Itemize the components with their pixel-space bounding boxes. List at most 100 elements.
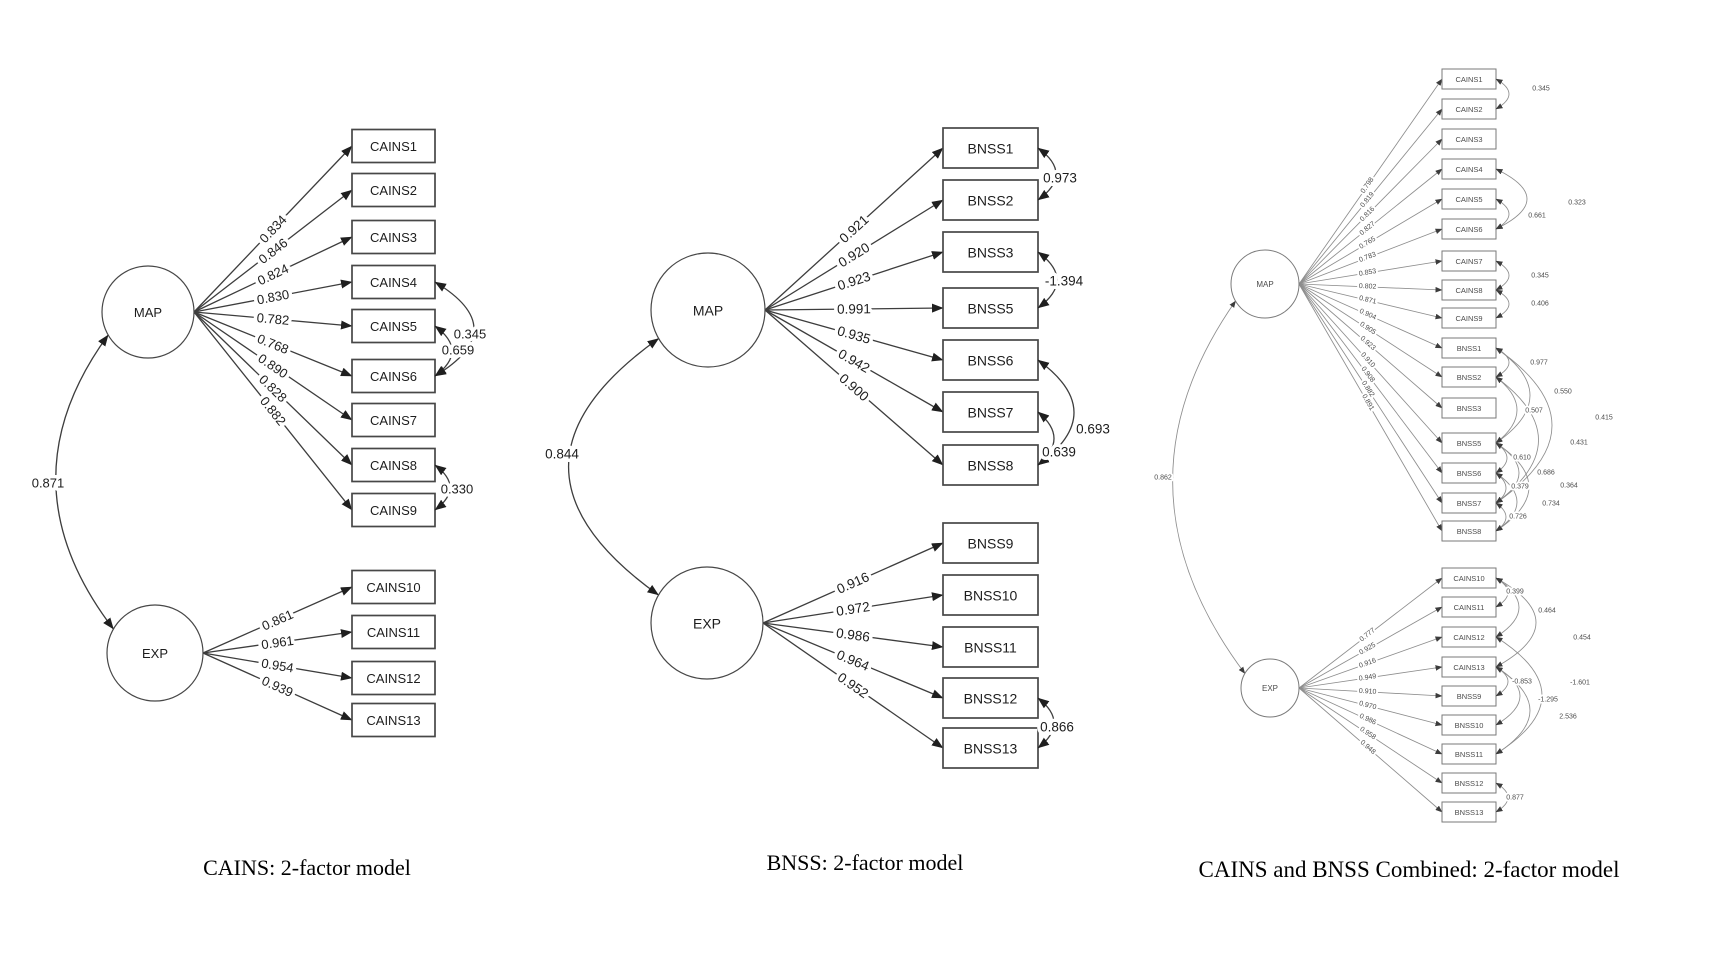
indicator-label-bnss5: BNSS5 [968,301,1014,317]
factor-label-exp: EXP [1262,684,1278,693]
indicator-box-bnss3 [942,231,1039,273]
indicator-label-bnss13: BNSS13 [964,741,1018,757]
residual-covariance-arc [434,325,453,377]
covariance-value: 0.464 [1538,608,1556,615]
covariance-value: 0.661 [1528,213,1546,220]
indicator-label-cains7: CAINS7 [1455,257,1482,266]
loading-value-bnss1: 0.904 [1358,308,1377,322]
residual-covariance-arc [1495,198,1510,230]
indicator-label-bnss8: BNSS8 [1457,527,1482,536]
loading-path-cains13 [202,652,353,721]
loading-value-bnss10: 0.972 [835,599,871,619]
loading-path-bnss2 [1298,283,1443,378]
loading-path-cains11 [202,629,353,654]
covariance-value: 0.726 [1509,514,1527,521]
indicator-box-bnss2 [942,179,1039,221]
loading-value-bnss11: 0.986 [835,625,870,644]
factor-label-exp: EXP [142,646,168,661]
residual-covariance-arc [1495,347,1553,504]
indicator-label-cains7: CAINS7 [370,413,417,428]
indicator-label-bnss7: BNSS7 [1457,499,1482,508]
loading-path-cains6 [1298,228,1443,285]
indicator-label-bnss1: BNSS1 [1457,344,1482,353]
indicator-label-cains5: CAINS5 [1455,195,1482,204]
covariance-value: 0.659 [442,343,475,358]
residual-covariance-arc [1037,251,1058,309]
caption-combined-model: CAINS and BNSS Combined: 2-factor model [1199,857,1620,882]
indicator-label-cains9: CAINS9 [370,503,417,518]
indicator-label-bnss9: BNSS9 [1457,692,1482,701]
loading-value-bnss7: 0.942 [836,346,873,376]
indicator-box-cains1 [351,128,436,164]
loading-value-bnss9: 0.910 [1359,688,1377,696]
latent-factor-map [650,252,766,368]
diagram-bnss: BNSS1BNSS2BNSS3BNSS5BNSS6BNSS7BNSS8BNSS9… [542,127,1113,769]
residual-covariance-arc [1037,411,1055,466]
loading-value-bnss2: 0.905 [1358,321,1377,336]
loading-path-bnss11 [762,622,944,651]
loading-value-bnss8: 0.900 [836,371,871,405]
indicator-box-cains3 [1441,128,1497,150]
indicator-label-cains3: CAINS3 [370,230,417,245]
indicator-label-cains11: CAINS11 [367,625,420,640]
indicator-box-bnss12 [942,677,1039,719]
indicator-label-bnss11: BNSS11 [1455,750,1483,759]
loading-path-cains7 [193,311,353,421]
caption-cains-model: CAINS: 2-factor model [203,855,411,880]
loading-value-cains3: 0.816 [1359,206,1376,223]
latent-factor-map [1230,249,1300,319]
factor-label-map: MAP [1256,280,1273,289]
loading-path-bnss12 [1298,687,1443,784]
loading-value-cains6: 0.768 [255,331,291,357]
covariance-value: -1.394 [1045,274,1084,289]
latent-factor-exp [106,604,204,702]
indicator-box-cains6 [351,358,436,394]
loading-value-cains5: 0.782 [256,310,290,328]
factor-label-map: MAP [693,303,723,319]
covariance-value: 0.507 [1525,408,1543,415]
loading-value-bnss9: 0.916 [835,569,872,596]
diagrams-root: CAINS1CAINS2CAINS3CAINS4CAINS5CAINS6CAIN… [28,68,1615,823]
loading-value-cains11: 0.925 [1358,642,1377,657]
residual-covariance-arc [1495,347,1531,444]
indicator-label-cains10: CAINS10 [1453,574,1484,583]
residual-covariance-arc [1495,376,1518,444]
loading-path-bnss13 [762,622,944,749]
covariance-value: 0.866 [1040,720,1074,735]
loading-path-bnss9 [762,542,944,624]
loading-value-bnss11: 0.986 [1358,713,1377,727]
indicator-label-cains9: CAINS9 [1455,314,1482,323]
loading-value-cains8: 0.802 [1359,283,1377,291]
indicator-box-bnss9 [942,522,1039,564]
indicator-label-bnss13: BNSS13 [1455,808,1484,817]
indicator-box-cains5 [351,308,436,344]
indicator-box-cains4 [351,264,436,300]
indicator-label-bnss2: BNSS2 [968,193,1014,209]
indicator-label-cains1: CAINS1 [1455,75,1482,84]
covariance-value: 0.379 [1511,484,1529,491]
loading-value-bnss2: 0.920 [836,240,873,271]
loading-path-cains9 [1298,283,1443,320]
indicator-label-bnss3: BNSS3 [1457,404,1482,413]
loading-path-bnss5 [764,303,944,313]
loading-value-bnss5: 0.991 [837,301,871,316]
loading-path-cains12 [1298,636,1443,689]
loading-value-bnss12: 0.958 [1358,726,1377,742]
loading-path-bnss6 [1298,283,1443,474]
indicator-label-bnss10: BNSS10 [1455,721,1484,730]
loading-value-cains6: 0.783 [1358,251,1377,264]
loading-value-cains13: 0.939 [260,673,296,700]
residual-covariance-arc [1495,168,1528,230]
loading-path-cains10 [202,586,353,654]
covariance-value: 0.345 [454,327,487,342]
indicator-box-bnss6 [942,339,1039,381]
indicator-label-bnss3: BNSS3 [968,245,1014,261]
loading-path-cains9 [193,311,353,511]
indicator-box-bnss5 [942,287,1039,329]
factor-correlation-arc [1172,300,1246,674]
loading-path-cains1 [1298,78,1443,285]
loading-value-bnss10: 0.970 [1358,700,1377,711]
indicator-box-cains13 [351,702,436,738]
loading-path-cains10 [1298,577,1443,689]
